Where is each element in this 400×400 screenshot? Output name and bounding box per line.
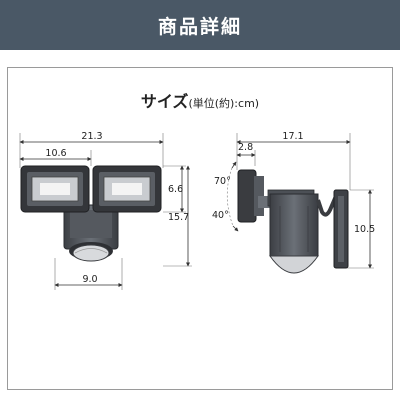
label-lamp-width: 10.6	[45, 148, 66, 159]
label-total-height: 15.7	[168, 212, 189, 223]
right-lamp	[92, 165, 162, 213]
label-angle-down: 40°	[212, 210, 229, 221]
left-lamp	[20, 165, 90, 213]
label-body-height: 10.5	[354, 224, 375, 235]
header-title: 商品詳細	[157, 15, 242, 38]
label-lamp-height: 6.6	[168, 184, 183, 195]
unit-note: (単位(約):cm)	[188, 97, 260, 110]
label-lamp-depth: 2.8	[238, 142, 253, 153]
side-lamp	[237, 169, 257, 223]
size-title: サイズ(単位(約):cm)	[0, 88, 400, 112]
size-heading: サイズ	[140, 92, 189, 111]
label-total-depth: 17.1	[282, 131, 303, 142]
label-total-width: 21.3	[81, 131, 102, 142]
side-sensor	[269, 255, 319, 274]
page-header: 商品詳細	[0, 0, 400, 50]
side-view: 17.1 2.8 10.5 70° 40°	[212, 131, 375, 274]
label-angle-up: 70°	[214, 176, 231, 187]
label-base-width: 9.0	[82, 274, 97, 285]
front-view: 21.3 10.6 6.6 15.7 9.0	[19, 131, 192, 290]
side-body	[269, 193, 319, 257]
